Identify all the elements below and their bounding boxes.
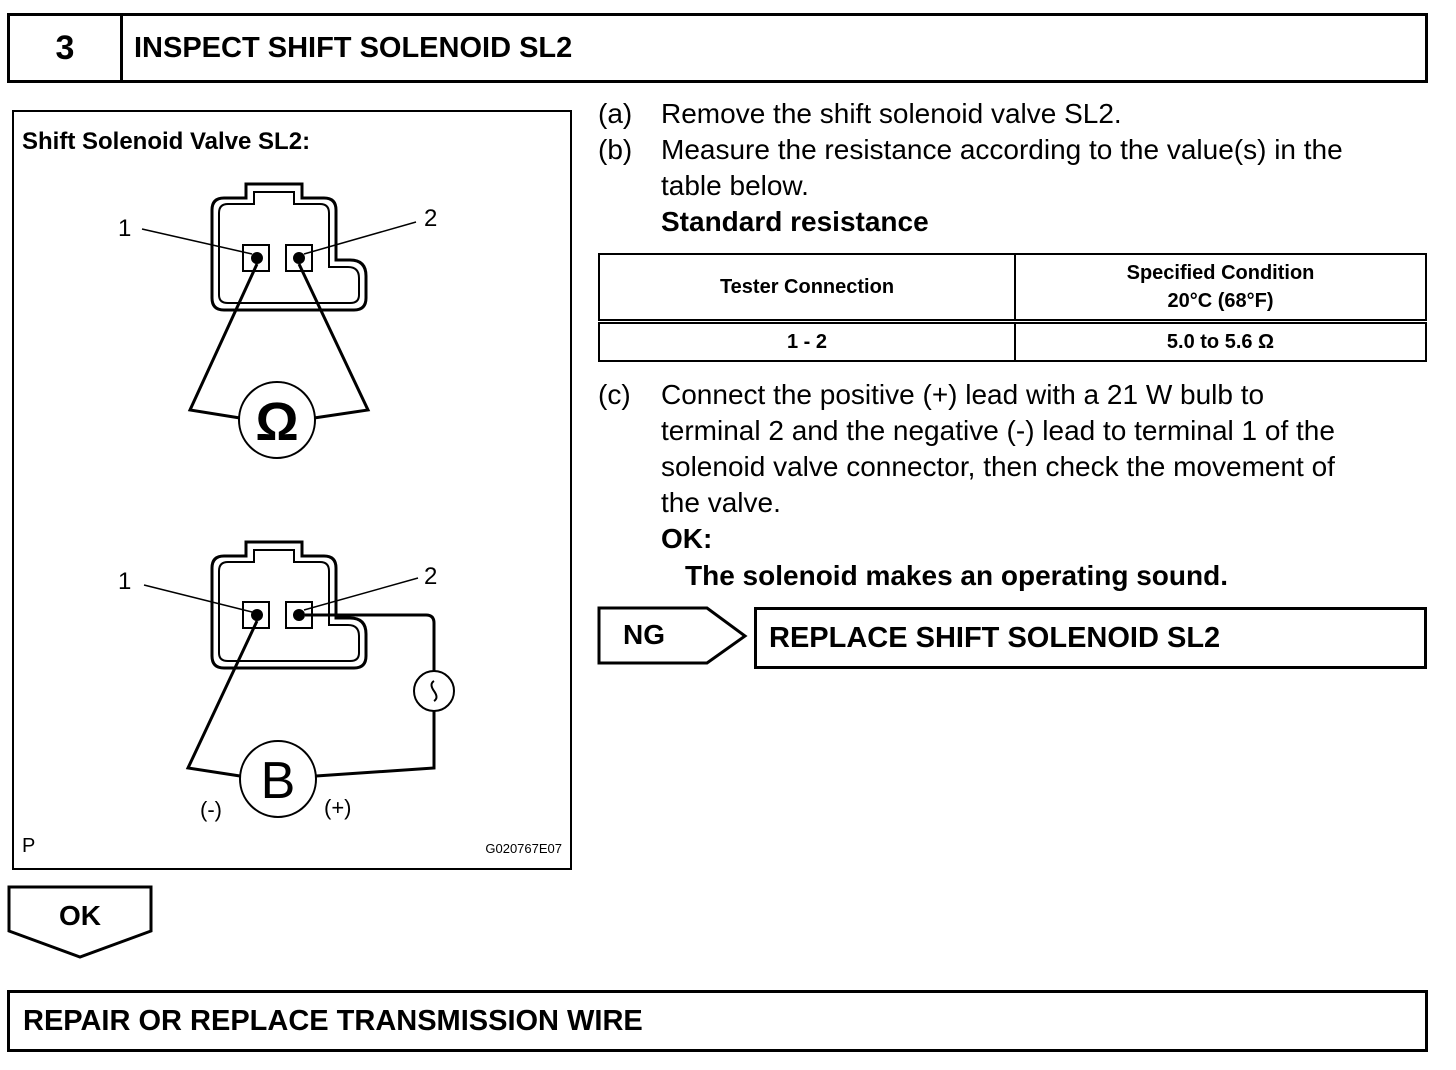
table-cell-connection: 1 - 2 [598, 320, 1016, 362]
svg-text:Ω: Ω [255, 392, 298, 452]
figure-code: G020767E07 [485, 841, 562, 856]
resistance-table: Tester Connection Specified Condition 20… [598, 253, 1427, 362]
battery-positive-label: (+) [324, 795, 352, 820]
ok-criteria-text: The solenoid makes an operating sound. [685, 560, 1228, 591]
step-a: (a) Remove the shift solenoid valve SL2. [598, 96, 1438, 132]
wiring-diagram: 1 2 Ω 1 2 B [118, 182, 455, 822]
solenoid-figure: Shift Solenoid Valve SL2: 1 2 Ω [12, 110, 572, 870]
bulb-icon [413, 670, 455, 712]
terminal-label-2: 2 [424, 205, 437, 232]
step-a-text: Remove the shift solenoid valve SL2. [661, 98, 1122, 129]
table-header-condition-title: Specified Condition [1126, 262, 1315, 284]
terminal-label-1-b: 1 [118, 568, 131, 595]
table-cell-condition: 5.0 to 5.6 Ω [1014, 320, 1427, 362]
table-header-condition: Specified Condition 20°C (68°F) [1014, 253, 1427, 324]
ok-arrow-icon: OK [7, 885, 153, 959]
svg-text:B: B [261, 752, 296, 810]
standard-resistance-heading: Standard resistance [661, 206, 929, 237]
table-header-row: Tester Connection Specified Condition 20… [598, 253, 1427, 324]
table-header-connection: Tester Connection [598, 253, 1016, 324]
figure-corner-mark: P [22, 835, 36, 857]
battery-negative-label: (-) [200, 797, 222, 822]
figure-caption: Shift Solenoid Valve SL2: [22, 128, 311, 155]
battery-icon: B [239, 740, 317, 818]
ng-action-box: REPLACE SHIFT SOLENOID SL2 [754, 607, 1427, 669]
step-c-line: solenoid valve connector, then check the… [661, 451, 1335, 482]
ok-action-box: REPAIR OR REPLACE TRANSMISSION WIRE [7, 990, 1428, 1052]
step-c: (c) Connect the positive (+) lead with a… [598, 377, 1438, 597]
ok-criteria-label: OK: [661, 523, 713, 554]
ng-arrow-icon: NG [597, 606, 748, 665]
connector-icon [210, 540, 368, 670]
ng-label: NG [623, 619, 665, 650]
step-c-line: terminal 2 and the negative (-) lead to … [661, 415, 1335, 446]
step-c-line: Connect the positive (+) lead with a 21 … [661, 379, 1265, 410]
terminal-label-1: 1 [118, 215, 131, 242]
ok-label: OK [59, 900, 101, 931]
step-b-text-line1: Measure the resistance according to the … [661, 134, 1343, 165]
step-b: (b) Measure the resistance according to … [598, 132, 1438, 240]
step-b-label: (b) [598, 134, 633, 165]
terminal-label-2-b: 2 [424, 563, 437, 590]
step-b-text-line2: table below. [661, 170, 809, 201]
connector-icon [210, 182, 368, 312]
step-title: INSPECT SHIFT SOLENOID SL2 [134, 31, 573, 64]
step-number: 3 [10, 16, 123, 80]
table-header-condition-temp: 20°C (68°F) [1167, 290, 1274, 312]
table-row: 1 - 2 5.0 to 5.6 Ω [598, 320, 1427, 362]
step-c-line: the valve. [661, 487, 781, 518]
ohmmeter-icon: Ω [238, 381, 316, 459]
step-a-label: (a) [598, 98, 633, 129]
step-header: 3 INSPECT SHIFT SOLENOID SL2 [7, 13, 1428, 83]
step-c-label: (c) [598, 379, 631, 410]
